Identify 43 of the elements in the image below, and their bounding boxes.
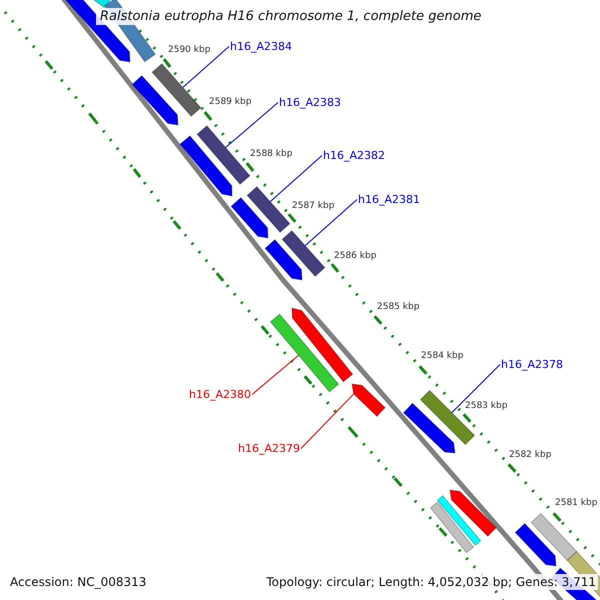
gene-label: h16_A2381 [358,193,420,206]
gene-bar [430,501,474,554]
leader-line [451,364,500,414]
leader-line [252,354,300,395]
leader-line [300,393,354,449]
leader-line [225,102,278,148]
tick-label: 2583 kbp [465,401,508,412]
tick-label: 2589 kbp [209,97,252,108]
tick-label: 2585 kbp [377,302,420,313]
accession-label: Accession: NC_008313 [8,574,148,590]
gene-bar [530,512,578,562]
gene-bar [131,74,179,126]
leader-line [182,46,230,88]
tick-label: 2582 kbp [509,450,552,461]
leader-line [270,155,322,202]
gene-label: h16_A2379 [238,442,300,455]
gene-bar [402,402,456,454]
gene-label: h16_A2378 [501,358,563,371]
gene-label: h16_A2383 [279,96,341,109]
tick-label: 2587 kbp [292,201,334,212]
gene-bar [264,238,303,281]
gene-bar [270,313,340,393]
genome-info-label: Topology: circular; Length: 4,052,032 bp; Genes: 3,711 [264,574,598,590]
tick-label: 2584 kbp [421,351,464,362]
tick-label: 2581 kbp [555,498,598,509]
gene-bar [196,125,251,185]
gene-bar [151,62,202,118]
gene-label: h16_A2382 [323,149,385,162]
gene-bar [351,383,386,418]
gene-bar [514,522,557,567]
gene-bar [230,196,269,239]
tick-label: 2586 kbp [334,251,376,262]
gene-bar [449,489,497,537]
gene-bar [281,230,326,278]
gene-label: h16_A2380 [189,388,251,401]
gene-bar [291,307,354,382]
tick-label: 2588 kbp [250,149,292,160]
gene-bar [179,135,232,197]
gene-label: h16_A2384 [230,40,292,53]
tick-label: 2590 kbp [168,45,210,56]
leader-line [304,199,358,246]
gene-bar [246,186,291,234]
gene-bar [436,495,482,546]
